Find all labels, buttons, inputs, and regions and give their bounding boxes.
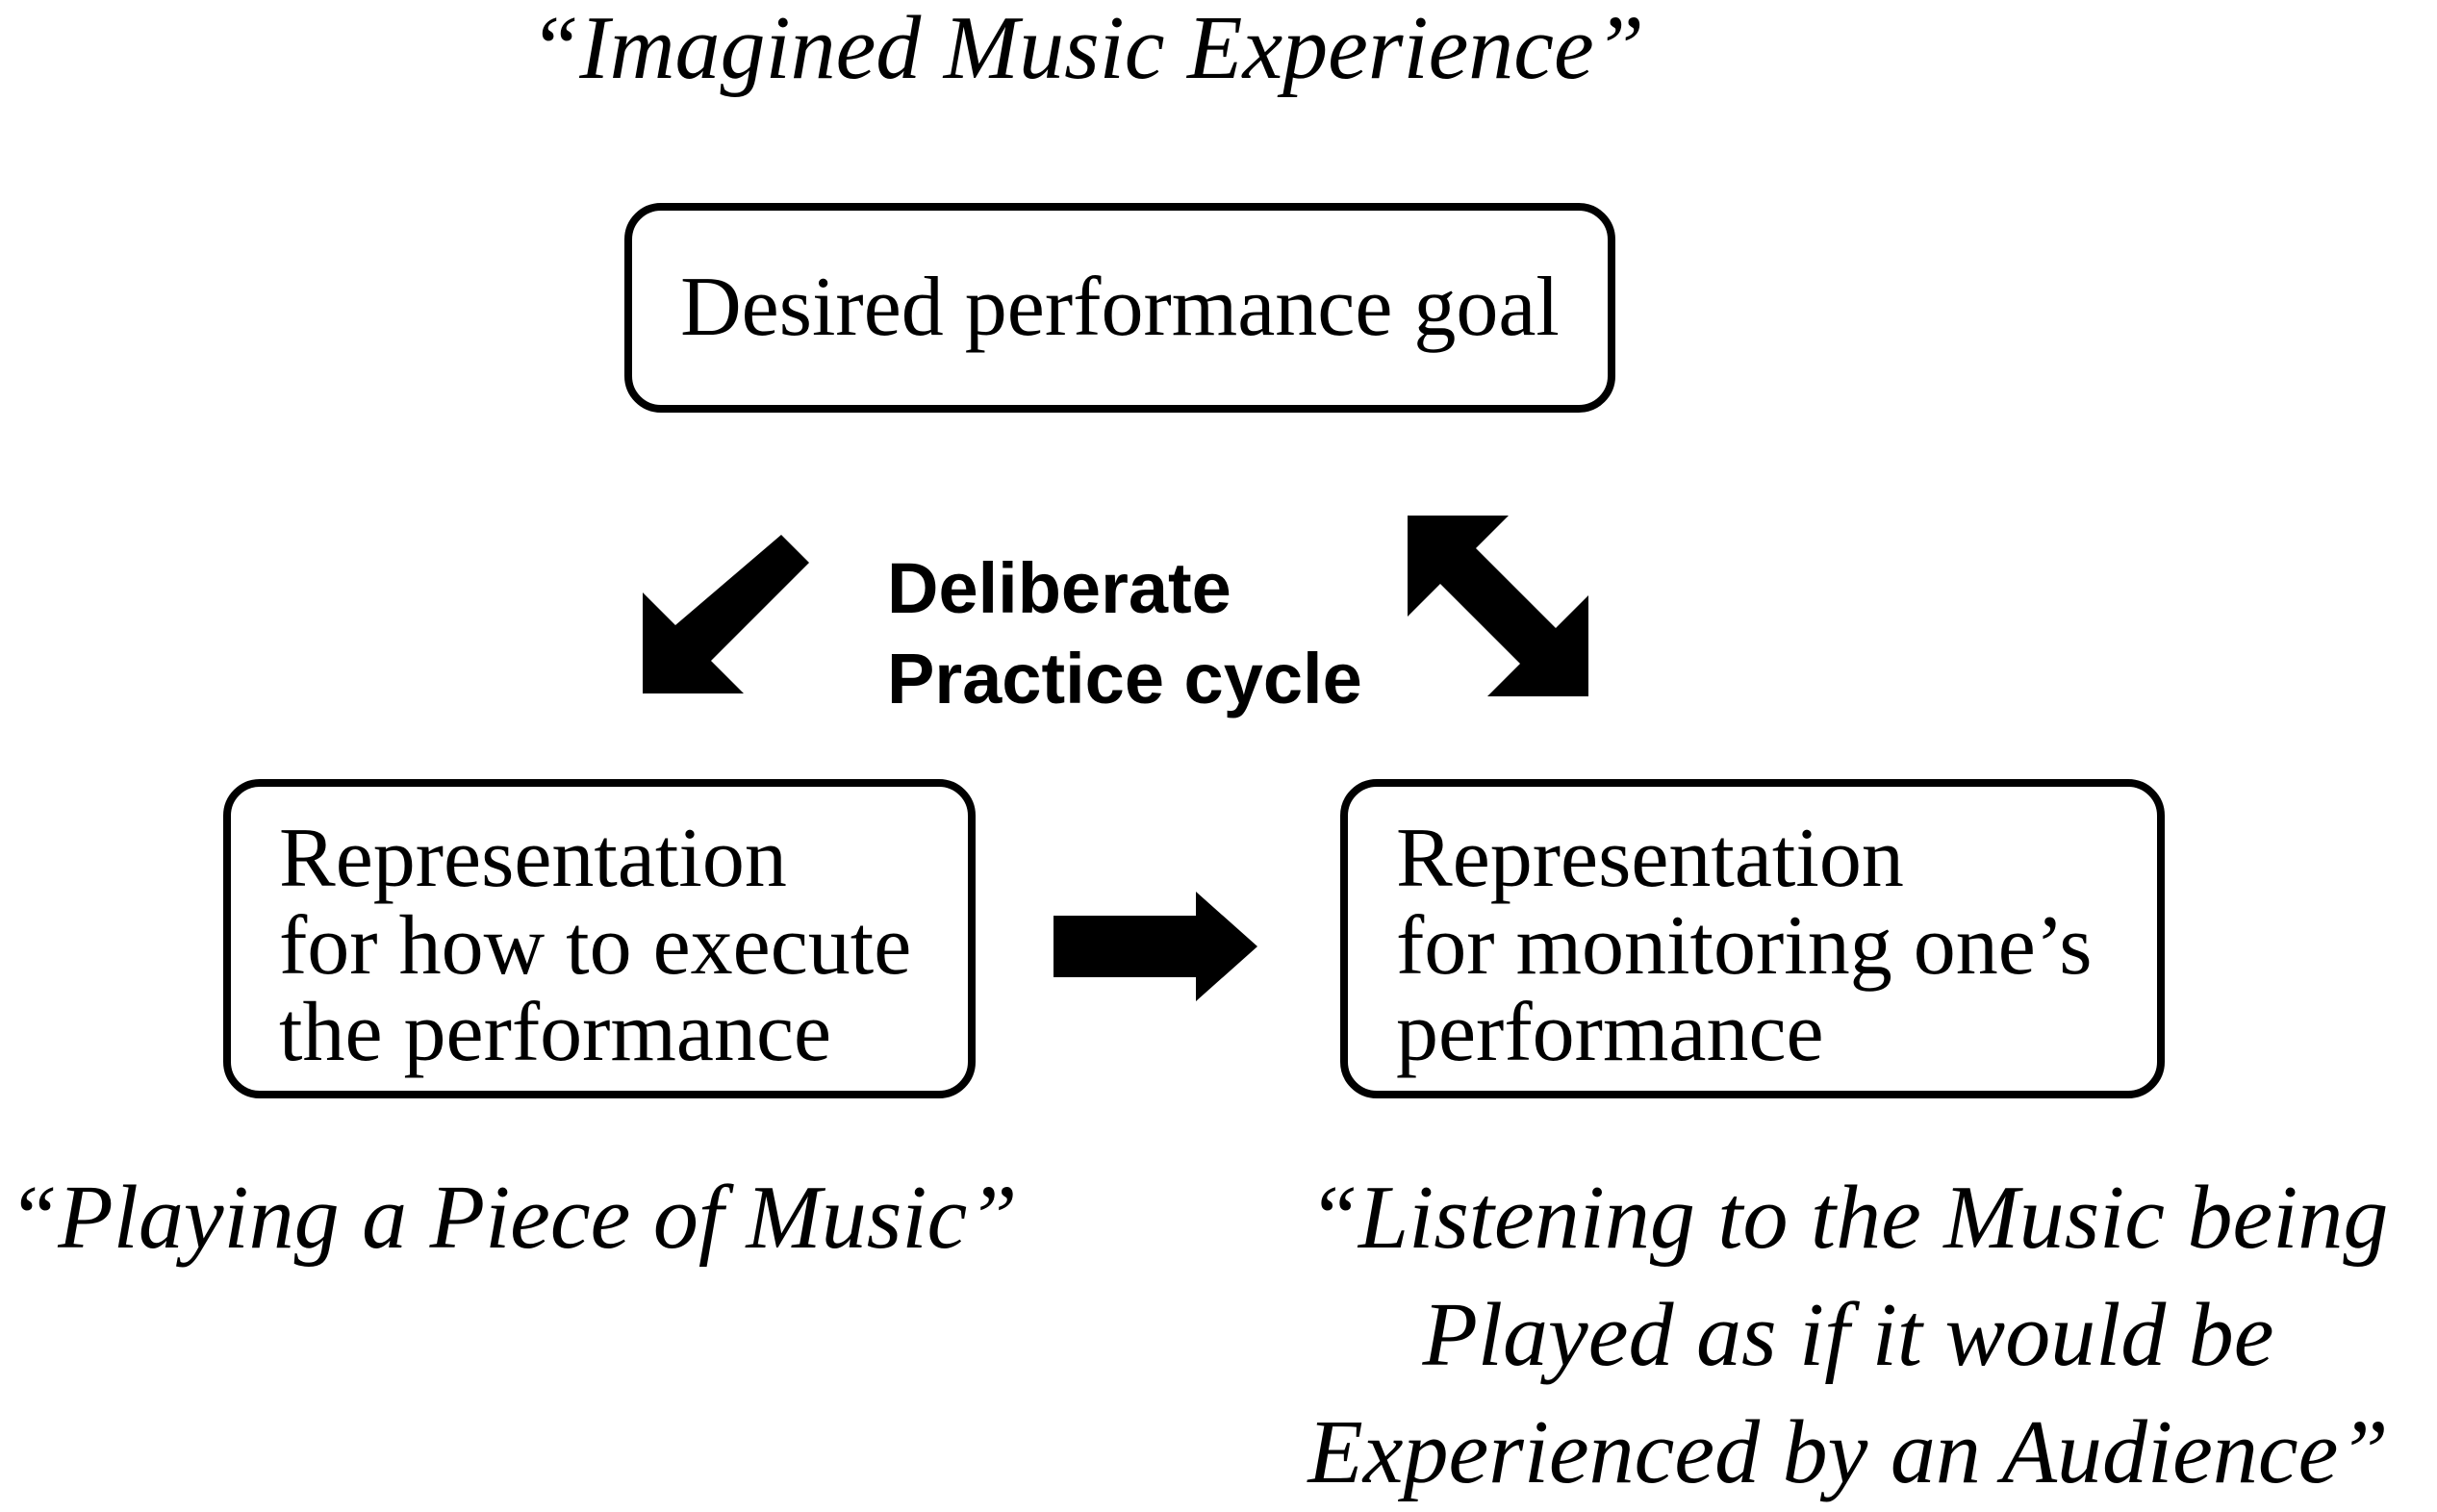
monitor-box-line-3: performance — [1396, 986, 1824, 1080]
execute-to-monitor-arrow — [1053, 892, 1257, 1001]
listening-quote-line-1: “Listening to the Music being — [1307, 1168, 2389, 1268]
listening-to-the-music-quote: “Listening to the Music being Played as … — [1260, 1159, 2436, 1512]
listening-quote-line-3: Experienced by an Audience” — [1307, 1402, 2389, 1503]
monitor-box-line-2: for monitoring one’s — [1396, 898, 2093, 993]
cycle-label-line-1: Deliberate — [887, 548, 1231, 628]
goal-monitor-double-arrow — [1408, 516, 1588, 696]
deliberate-practice-cycle-label: Deliberate Practice cycle — [887, 543, 1362, 724]
cycle-label-line-2: Practice cycle — [887, 638, 1362, 718]
execute-box-line-1: Representation — [279, 812, 787, 905]
goal-box: Desired performance goal — [624, 203, 1615, 413]
monitor-box-line-1: Representation — [1396, 812, 1904, 905]
imagined-music-experience-quote: “Imagined Music Experience” — [529, 0, 1645, 98]
listening-quote-line-2: Played as if it would be — [1422, 1285, 2274, 1386]
execute-representation-box: Representation for how to execute the pe… — [223, 779, 976, 1098]
playing-a-piece-of-music-quote: “Playing a Piece of Music” — [8, 1168, 1018, 1268]
execute-box-line-3: the performance — [279, 986, 832, 1080]
execute-box-line-2: for how to execute — [279, 898, 912, 993]
goal-to-execute-arrow — [643, 535, 809, 693]
monitor-representation-box: Representation for monitoring one’s perf… — [1340, 779, 2165, 1098]
goal-box-label: Desired performance goal — [680, 261, 1560, 354]
